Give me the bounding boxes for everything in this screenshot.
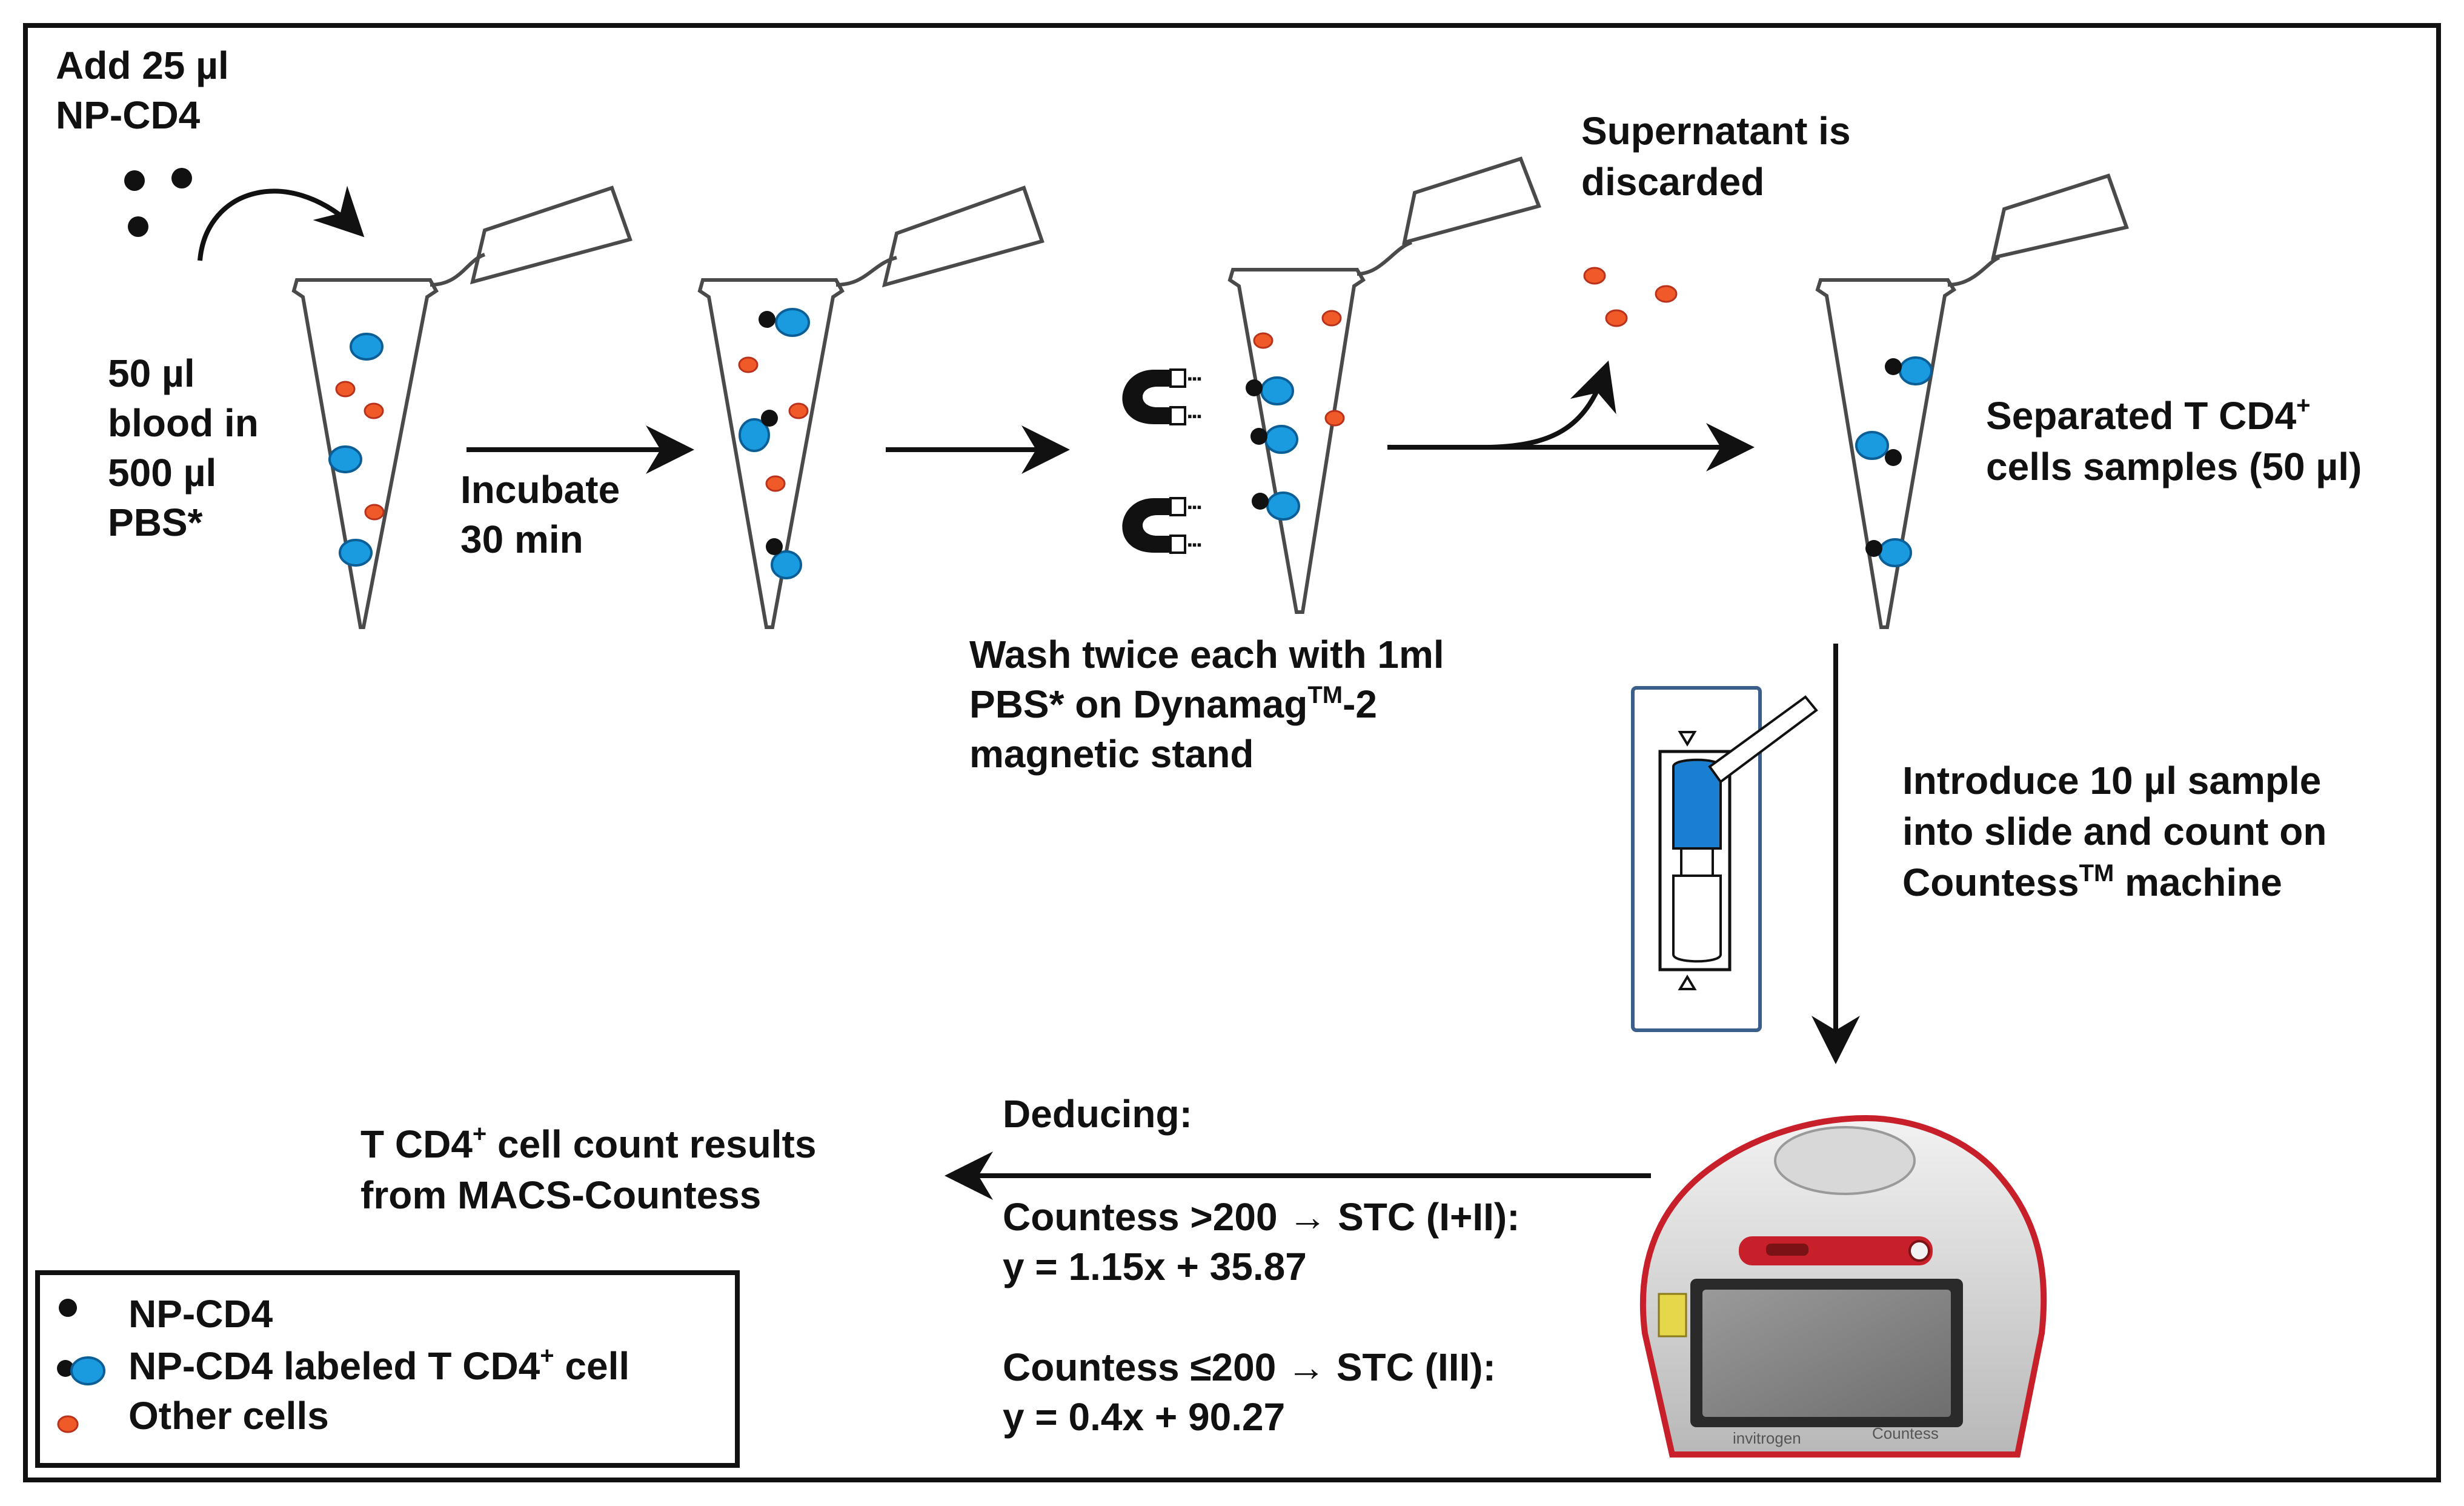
svg-text:▪▪▪: ▪▪▪ — [1187, 408, 1201, 424]
nanoparticle-dot — [1885, 449, 1902, 466]
other-cell — [364, 402, 384, 419]
svg-text:magnetic stand: magnetic stand — [969, 732, 1254, 776]
nanoparticle-dot — [1250, 428, 1267, 445]
other-cell — [788, 402, 809, 419]
svg-text:into slide and count on: into slide and count on — [1902, 810, 2326, 853]
nanoparticle-dot — [1865, 540, 1882, 557]
nanoparticle-dot — [759, 311, 775, 328]
svg-text:▪▪▪: ▪▪▪ — [1187, 371, 1201, 386]
other-cell — [364, 504, 385, 521]
svg-text:from MACS-Countess: from MACS-Countess — [360, 1173, 761, 1217]
labeled-cell — [739, 418, 770, 452]
labeled-cell — [1266, 491, 1300, 521]
other-cell — [1324, 410, 1345, 427]
incubate-label-2: 30 min — [460, 518, 583, 561]
introduce-label: Introduce 10 µl sample into slide and co… — [1902, 759, 2326, 904]
labeled-cell — [1855, 431, 1889, 460]
labeled-cell — [1878, 538, 1912, 567]
other-cell — [765, 475, 786, 492]
nanoparticle-dot — [124, 170, 145, 191]
svg-text:PBS*: PBS* — [108, 501, 203, 544]
labeled-cell — [339, 539, 373, 567]
legend-np-icon — [59, 1299, 77, 1317]
svg-text:Introduce 10 µl sample: Introduce 10 µl sample — [1902, 759, 2321, 802]
nanoparticle-dot — [1885, 358, 1902, 375]
incubate-label-1: Incubate — [460, 468, 620, 511]
step-discard: Supernatant is discarded — [1387, 109, 1851, 471]
pipette-tip — [1708, 695, 1818, 784]
wash-label: Wash twice each with 1ml PBS* on Dynamag… — [969, 633, 1444, 776]
legend-other-label: Other cells — [128, 1394, 329, 1438]
supernatant-label-1: Supernatant is — [1581, 109, 1851, 153]
nanoparticle-dot — [171, 168, 192, 188]
labeled-cell — [771, 550, 802, 579]
legend-np-label: NP-CD4 — [128, 1292, 273, 1336]
supernatant-label-2: discarded — [1581, 160, 1764, 204]
magnet-top: ▪▪▪ ▪▪▪ — [1122, 368, 1201, 425]
deducing-block: Deducing: Countess >200 → STC (I+II): y … — [945, 1092, 1651, 1439]
svg-text:cells samples (50 µl): cells samples (50 µl) — [1986, 445, 2362, 488]
svg-text:Separated T CD4+: Separated T CD4+ — [1986, 392, 2311, 438]
labeled-cell — [1899, 356, 1933, 385]
nanoparticle-dot — [1252, 493, 1269, 510]
tube-4 — [1815, 173, 2129, 629]
result-label: T CD4+ cell count results from MACS-Coun… — [360, 1121, 816, 1217]
other-cell — [1605, 309, 1628, 327]
svg-text:PBS* on DynamagTM-2: PBS* on DynamagTM-2 — [969, 682, 1377, 726]
step-add-np: Add 25 µl NP-CD4 — [56, 44, 365, 261]
blood-label: 50 µl blood in 500 µl PBS* — [108, 352, 259, 544]
labeled-cell — [328, 445, 362, 473]
legend-labeled-cell-icon — [70, 1356, 105, 1385]
tube-1 — [291, 185, 633, 629]
add-np-label-2: NP-CD4 — [56, 93, 201, 137]
add-np-label-1: Add 25 µl — [56, 44, 229, 87]
labeled-cell — [1260, 376, 1294, 405]
other-cell — [335, 381, 356, 398]
outer-frame — [23, 23, 2441, 1482]
other-cell — [738, 356, 759, 373]
other-cell — [1321, 310, 1342, 327]
nanoparticle-dot — [1246, 379, 1263, 396]
supernatant-arrow — [1490, 360, 1616, 450]
svg-text:50 µl: 50 µl — [108, 352, 195, 395]
legend-other-cell-icon — [57, 1415, 79, 1433]
nanoparticle-dot — [128, 216, 148, 237]
svg-text:CountessTM machine: CountessTM machine — [1902, 860, 2282, 904]
svg-text:blood in: blood in — [108, 401, 259, 445]
magnet-bottom: ▪▪▪ ▪▪▪ — [1122, 497, 1201, 554]
other-cell — [1655, 285, 1678, 303]
legend-labeled-np-icon — [57, 1360, 74, 1377]
rule2-condition: Countess ≤200 → STC (III): — [1003, 1345, 1496, 1389]
device-brand: invitrogen — [1733, 1429, 1801, 1447]
tube-2 — [697, 185, 1044, 629]
svg-text:500 µl: 500 µl — [108, 451, 216, 495]
labeled-cell — [1264, 425, 1298, 454]
add-arrow — [198, 185, 365, 261]
device-name: Countess — [1872, 1424, 1939, 1442]
other-cell — [1583, 267, 1606, 285]
countess-device: invitrogen Countess — [1640, 1115, 2047, 1458]
other-cell — [1253, 332, 1274, 349]
svg-text:Wash twice each with 1ml: Wash twice each with 1ml — [969, 633, 1444, 676]
labeled-cell — [350, 333, 384, 361]
svg-text:NP-CD4 labeled T CD4+ cell: NP-CD4 labeled T CD4+ cell — [128, 1342, 629, 1388]
deducing-label: Deducing: — [1003, 1092, 1192, 1136]
counting-slide — [1631, 686, 1818, 1032]
svg-text:▪▪▪: ▪▪▪ — [1187, 537, 1201, 552]
svg-text:▪▪▪: ▪▪▪ — [1187, 499, 1201, 515]
tube-3 — [1227, 156, 1541, 614]
step-incubate: Incubate 30 min — [460, 425, 694, 561]
svg-text:T CD4+ cell count results: T CD4+ cell count results — [360, 1121, 816, 1166]
rule1-equation: y = 1.15x + 35.87 — [1003, 1245, 1307, 1288]
legend: NP-CD4 NP-CD4 labeled T CD4+ cell Other … — [35, 1270, 740, 1468]
rule1-condition: Countess >200 → STC (I+II): — [1003, 1195, 1520, 1239]
nanoparticle-dot — [761, 410, 778, 427]
separated-label: Separated T CD4+ cells samples (50 µl) — [1986, 392, 2362, 488]
rule2-equation: y = 0.4x + 90.27 — [1003, 1395, 1285, 1439]
labeled-cell — [775, 308, 810, 337]
nanoparticle-dot — [766, 538, 783, 555]
